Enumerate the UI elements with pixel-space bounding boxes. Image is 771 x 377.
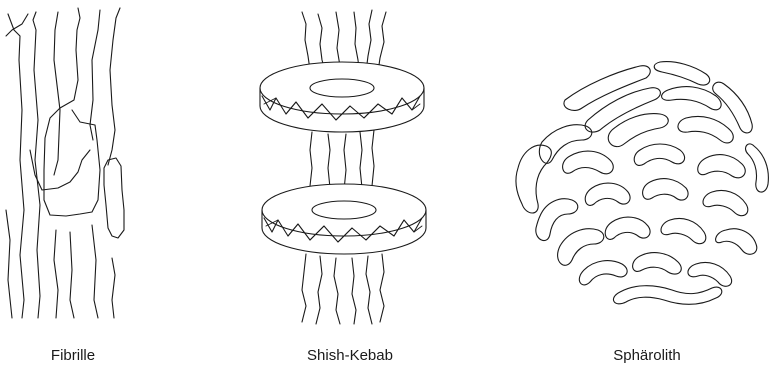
- shish-chain: [334, 258, 340, 324]
- fibril-structure: [6, 8, 124, 318]
- spherulite-lamella: [585, 88, 660, 132]
- fibril-chain: [33, 12, 40, 318]
- spherulite-lamella: [688, 263, 732, 287]
- shish-chain: [310, 132, 312, 186]
- kebab-disk-lower: [262, 184, 426, 254]
- fibril-chain: [30, 150, 90, 190]
- caption-fibrille: Fibrille: [18, 346, 128, 366]
- spherulite-lamella: [605, 217, 650, 239]
- fibril-chain: [112, 258, 115, 318]
- spherulite-lamella: [634, 144, 684, 165]
- spherulite-lamella: [585, 183, 630, 205]
- fibril-chain: [108, 8, 120, 165]
- fibril-chain: [54, 12, 60, 175]
- fibril-chain: [70, 232, 74, 318]
- caption-sphaerolith: Sphärolith: [572, 346, 722, 366]
- kebab-disk-upper: [260, 62, 424, 132]
- spherulite-lamella: [539, 125, 591, 164]
- caption-shish-kebab: Shish-Kebab: [280, 346, 420, 366]
- spherulite-lamella: [662, 87, 722, 110]
- shish-chain: [328, 134, 330, 188]
- fibril-chain: [104, 158, 124, 238]
- spherulite-lamella: [633, 253, 682, 274]
- shish-chain: [366, 256, 372, 324]
- spherulite-lamella: [558, 229, 604, 266]
- spherulite-lamella: [643, 179, 688, 200]
- disk-top-face: [260, 62, 424, 114]
- spherulite-lamella: [713, 82, 753, 133]
- disk-top-face: [262, 184, 426, 236]
- spherulite-lamella: [698, 155, 746, 178]
- shish-chain: [344, 134, 346, 190]
- spherulite-lamella: [564, 66, 650, 111]
- fibril-chain: [6, 210, 12, 318]
- shish-chain: [360, 132, 362, 188]
- spherulite-lamella: [746, 144, 769, 192]
- spherulite-structure: [516, 62, 768, 305]
- spherulite-lamella: [661, 219, 706, 244]
- spherulite-lamella: [678, 117, 733, 143]
- fibril-chain: [8, 14, 24, 318]
- spherulite-lamella: [579, 261, 627, 285]
- spherulite-lamella: [516, 145, 551, 213]
- spherulite-lamella: [716, 229, 757, 254]
- fibril-chain: [54, 230, 58, 318]
- shish-chain: [302, 254, 306, 322]
- shish-chain: [316, 256, 322, 324]
- spherulite-lamella: [563, 151, 614, 174]
- shish-chain: [380, 254, 384, 322]
- spherulite-lamella: [654, 62, 709, 85]
- shish-chain: [352, 258, 356, 324]
- spherulite-lamella: [613, 286, 721, 305]
- shish-kebab-structure: [260, 10, 426, 324]
- shish-chain: [372, 130, 374, 186]
- fibril-chain: [92, 225, 98, 318]
- spherulite-lamella: [703, 191, 748, 216]
- spherulite-lamella: [608, 114, 668, 147]
- fibril-chain: [90, 10, 100, 140]
